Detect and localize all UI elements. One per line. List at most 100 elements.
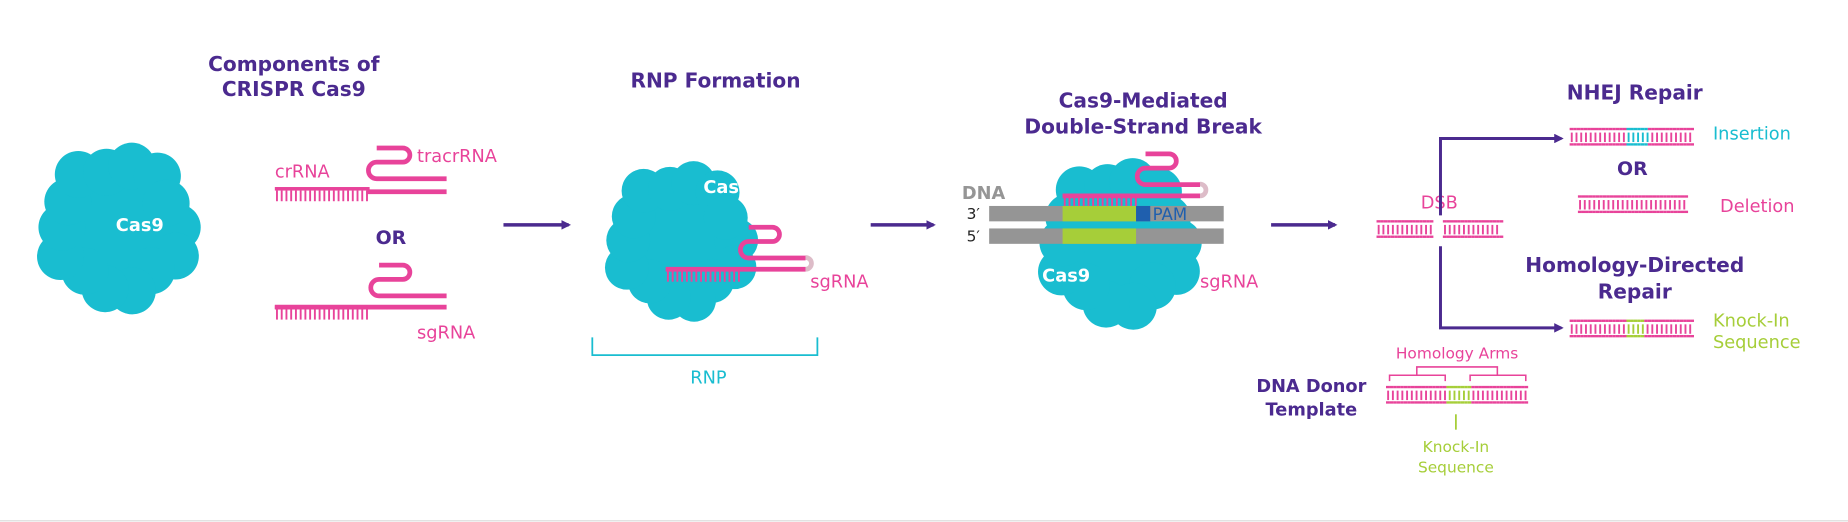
dna-strand (1383, 235, 1388, 238)
dna-strand (1415, 220, 1420, 223)
dna-strand (1460, 385, 1465, 389)
dna-strand (1613, 195, 1617, 198)
dna-strand (1576, 334, 1581, 338)
rnp-bracket (591, 337, 819, 356)
rna-base (690, 271, 693, 282)
dna-strand (1403, 385, 1408, 389)
dna-strand (1446, 220, 1450, 223)
dna-strand (1474, 220, 1479, 223)
dna-base (1391, 224, 1394, 235)
dna-base (1599, 324, 1602, 334)
dna-strand (1403, 401, 1408, 404)
dna-strand (1587, 334, 1591, 338)
rna-base (318, 308, 321, 320)
dna-strand (1496, 385, 1500, 389)
rna-cap (1199, 181, 1209, 199)
rna-base (347, 308, 349, 320)
dna-strand (1673, 195, 1678, 198)
dna-strand (1609, 195, 1614, 198)
panel-components: Components of CRISPR Cas9 Cas9 crRNA tra… (37, 52, 497, 344)
dna-strand (1627, 195, 1632, 198)
dna-strand (1679, 334, 1684, 338)
dna-base (1519, 390, 1522, 401)
dna-strand (1467, 385, 1472, 389)
dna-strand (1633, 127, 1638, 131)
dna-strand (1658, 334, 1663, 338)
rna-base (1073, 197, 1076, 209)
dna-base (1670, 324, 1673, 334)
dna-strand (1464, 401, 1468, 404)
dna-strand (1524, 401, 1529, 404)
dna-base (1627, 324, 1630, 334)
dna-strand (1400, 401, 1404, 404)
dna-strand (1569, 127, 1574, 131)
dna-strand (1576, 127, 1581, 131)
dna-strand (1481, 401, 1486, 404)
dna-strand (1673, 210, 1678, 214)
dna-strand (1612, 143, 1616, 146)
dna-strand (1663, 195, 1667, 198)
dna-strand (1492, 401, 1497, 404)
dna-strand (1594, 143, 1599, 146)
dna-strand (1637, 319, 1641, 322)
dna-strand (1417, 385, 1422, 389)
dna-base (1632, 132, 1635, 143)
rna-base (280, 190, 283, 202)
rna-base (276, 308, 278, 320)
rna-base (347, 190, 349, 202)
dna-base (1510, 390, 1513, 401)
dna-base (1481, 224, 1484, 235)
dna-strand (1510, 385, 1514, 389)
dna-strand (1485, 235, 1490, 238)
dna-base (1425, 224, 1427, 235)
dna-strand (1432, 401, 1436, 404)
rna-hairpin (665, 224, 806, 272)
rna-base (304, 308, 307, 320)
dna-strand (1478, 235, 1482, 238)
rna-base (332, 190, 335, 202)
panel3-title-line2: Double-Strand Break (1024, 115, 1262, 139)
dna-strand (1590, 334, 1595, 338)
rna-base (695, 271, 698, 282)
rna-base (1106, 197, 1109, 209)
dna-strand (1489, 220, 1493, 223)
dna-strand (1665, 143, 1670, 146)
dna-strand (1581, 195, 1586, 198)
dna-base (1651, 324, 1654, 334)
dna-base (1640, 200, 1643, 210)
dna-base (1679, 324, 1682, 334)
dna-base (1515, 390, 1518, 401)
dna-base (1467, 390, 1470, 401)
dna-strand (1410, 401, 1415, 404)
dna-strand (1645, 210, 1649, 214)
dna-strand (1626, 319, 1631, 322)
dna-strand (1489, 401, 1493, 404)
dna-strand (1605, 127, 1609, 131)
dna-strand (1401, 235, 1405, 238)
rna-base (290, 190, 293, 202)
dna-strand (1503, 401, 1507, 404)
dna-strand (1478, 220, 1482, 223)
dna-strand (1599, 195, 1603, 198)
dna-strand (1665, 127, 1670, 131)
sgrna-label: sgRNA (810, 273, 868, 293)
dna-strand (1640, 319, 1645, 322)
nhej-branch-arrow (1439, 133, 1564, 216)
dna-strand (1414, 401, 1418, 404)
dna-strand (1387, 235, 1391, 238)
dna-strand (1386, 385, 1390, 389)
rna-base (1130, 197, 1133, 209)
dna-strand (1620, 195, 1625, 198)
dna-strand (1446, 385, 1450, 389)
dna-strand (1429, 235, 1434, 238)
dna-strand (1576, 143, 1581, 146)
dna-strand (1631, 210, 1635, 214)
dna-strand (1634, 210, 1639, 214)
dna-base (1396, 224, 1399, 235)
insertion-label: Insertion (1713, 125, 1791, 145)
dna-strand (1658, 319, 1663, 322)
dna-strand (1690, 319, 1694, 322)
dna-strand (1376, 220, 1381, 223)
dna-base (1656, 324, 1658, 334)
